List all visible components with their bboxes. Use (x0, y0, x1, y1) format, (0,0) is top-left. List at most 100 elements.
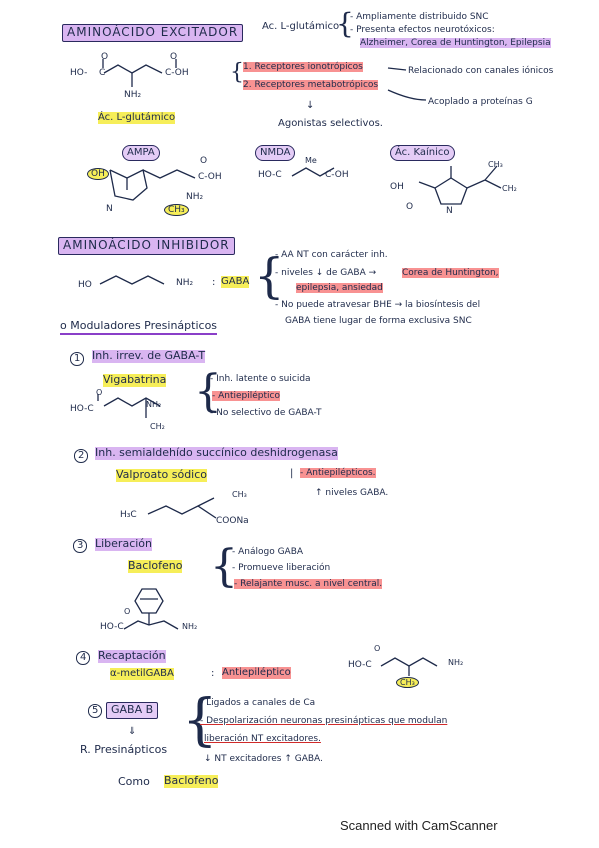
m3-drug: Baclofeno (128, 559, 183, 573)
m1-ch2: CH₂ (150, 422, 165, 431)
m2-ch3: CH₃ (232, 490, 247, 499)
brace-m3: { (210, 541, 238, 592)
m2-coona: COONa (216, 516, 249, 526)
m2-drug: Valproato sódico (116, 468, 208, 482)
excitatory-title: AMINOÁCIDO EXCITADOR (62, 24, 244, 42)
nmda-hoc: HO-C (258, 170, 282, 180)
m4-ch3: CH₃ (396, 677, 419, 689)
ampa-ch3: CH₃ (164, 204, 189, 217)
m2-number: 2 (74, 449, 89, 463)
nmda-structure (291, 167, 335, 177)
brace-m5: { (182, 688, 218, 753)
glut-struct-c: C (99, 68, 106, 78)
m3-number: 3 (73, 539, 88, 553)
m1-number: 1 (70, 352, 85, 366)
down-arrow-agonists: ↓ (306, 100, 315, 111)
gaba-nh2: NH₂ (176, 278, 194, 288)
glut-note-2: - Presenta efectos neurotóxicos: (350, 25, 495, 35)
ampa-oh: OH (87, 168, 109, 181)
m5-como: Como (118, 775, 150, 788)
m4-title: Recaptación (98, 649, 166, 663)
gaba-note-6: GABA tiene lugar de forma exclusiva SNC (285, 316, 472, 326)
glut-struct-o2: O (170, 52, 178, 62)
receptor-ionotropic: 1. Receptores ionotrópicos (243, 62, 363, 73)
inhibitory-title: AMINOÁCIDO INHIBIDOR (58, 237, 235, 255)
m1-drug: Vigabatrina (103, 373, 167, 387)
gaba-note-5: - No puede atravesar BHE → la biosíntesi… (275, 300, 481, 310)
ampa-nh2: NH₂ (186, 192, 204, 202)
m4-number: 4 (76, 651, 91, 665)
m3-nh2: NH₂ (182, 622, 198, 631)
m4-ho: HO-C (348, 660, 372, 670)
m3-note-1: - Análogo GABA (232, 547, 304, 557)
m5-note-2: - Despolarización neuronas presinápticas… (200, 716, 448, 726)
m4-o: O (374, 644, 381, 653)
gaba-note-1: - AA NT con carácter inh. (275, 250, 388, 260)
gaba-note-3: Corea de Huntington, (402, 268, 499, 279)
m5-note-3: liberación NT excitadores. (204, 734, 321, 744)
ampa-o: O (200, 156, 208, 166)
receptor-note-ionic: Relacionado con canales iónicos (408, 66, 554, 76)
m1-o: O (96, 388, 103, 397)
glut-struct-o1: O (101, 52, 109, 62)
m5-note-4: ↓ NT excitadores ↑ GABA. (204, 754, 323, 764)
gaba-label: GABA (221, 276, 250, 288)
m1-note-1: - Inh. latente o suicida (210, 374, 311, 384)
m1-note-3: - No selectivo de GABA-T (210, 408, 322, 418)
kainic-structure (418, 165, 502, 205)
gaba-note-2: - niveles ↓ de GABA → (275, 268, 377, 278)
camscanner-footer: Scanned with CamScanner (340, 818, 498, 833)
brace-m2: | (290, 468, 294, 479)
m2-note-2: ↑ niveles GABA. (315, 488, 389, 498)
glut-note-1: - Ampliamente distribuido SNC (350, 12, 489, 22)
m3-title: Liberación (95, 537, 153, 551)
m4-drug: α-metilGABA (110, 668, 174, 680)
methylgaba-structure (380, 657, 438, 676)
ampa-label: AMPA (122, 145, 160, 161)
m1-title: Inh. irrev. de GABA-T (92, 349, 206, 363)
m5-note-1: - Ligados a canales de Ca (200, 698, 316, 708)
m3-ho: HO-C (100, 622, 124, 632)
kainic-ch3: CH₃ (488, 160, 503, 169)
ampa-n: N (106, 204, 113, 214)
glut-struct-ho: HO- (70, 68, 88, 78)
ampa-structure (109, 169, 196, 201)
gaba-structure (99, 275, 165, 285)
receptor-metabotropic: 2. Receptores metabotrópicos (243, 80, 379, 91)
m5-title: GABA B (106, 702, 159, 719)
gaba-ho: HO (78, 280, 92, 290)
brace-glutamic: { (336, 7, 354, 40)
m3-note-2: - Promueve liberación (232, 563, 331, 573)
agonists-selective: Agonistas selectivos. (278, 118, 383, 129)
ampa-cooh: C-OH (198, 172, 222, 182)
vigabatrina-structure (97, 394, 161, 418)
m3-o: O (124, 607, 131, 616)
gaba-note-4: epilepsia, ansiedad (296, 283, 383, 294)
kainic-o: O (406, 202, 414, 212)
m3-note-3: - Relajante musc. a nivel central. (234, 579, 383, 590)
m4-colon: : (211, 668, 215, 679)
m5-como-drug: Baclofeno (164, 774, 219, 788)
brace-receptors: { (230, 60, 244, 85)
kainic-label: Ác. Kaínico (390, 145, 455, 161)
receptor-arrows (387, 67, 427, 101)
kainic-ch2: CH₂ (502, 184, 517, 193)
baclofen-structure (123, 588, 179, 630)
glutamic-struct-label: Ác. L-glutámico (98, 112, 176, 124)
nmda-cooh: C-OH (325, 170, 349, 180)
m4-nh2: NH₂ (448, 658, 464, 667)
receptor-note-protein-g: Acoplado a proteínas G (428, 97, 533, 107)
m1-note-2: - Antiepiléptico (212, 391, 280, 402)
m2-note-1: - Antiepilépticos. (300, 468, 376, 479)
glut-struct-nh2: NH₂ (124, 90, 142, 100)
nmda-me: Me (305, 156, 317, 165)
valproate-structure (147, 497, 217, 519)
m1-ho: HO-C (70, 404, 94, 414)
kainic-oh: OH (390, 182, 404, 192)
glutamic-label: Ac. L-glutámico (262, 21, 340, 32)
kainic-n: N (446, 206, 453, 216)
nmda-label: NMDA (255, 145, 296, 161)
gaba-colon: : (212, 277, 216, 288)
glutamic-acid-structure (102, 59, 177, 87)
